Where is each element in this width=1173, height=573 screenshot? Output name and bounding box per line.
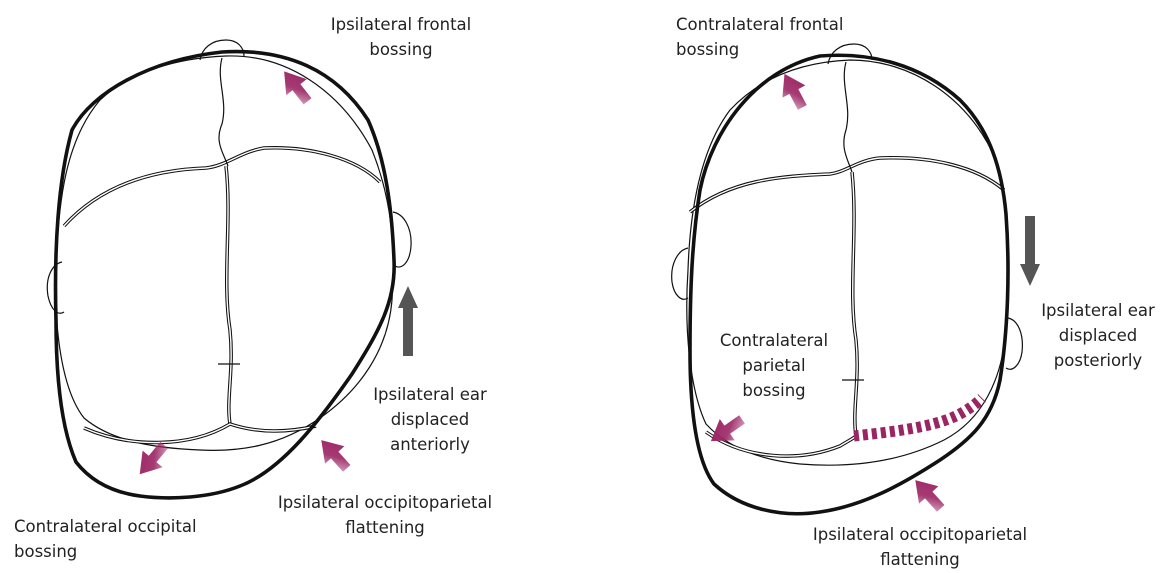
left-coronal-suture [64,148,380,226]
label-ipsilateral-occipitoparietal-flattening-left: Ipsilateral occipitoparietal flattening [258,490,512,540]
right-ear-right [1006,318,1022,369]
left-frontal-bossing-arrow [274,63,318,109]
right-ear-posterior-arrow [1020,216,1040,286]
left-metopic-suture [219,58,228,166]
right-coronal-suture-inner [690,158,1004,212]
label-contralateral-frontal-bossing: Contralateral frontal bossing [666,12,888,62]
label-contralateral-occipital-bossing: Contralateral occipital bossing [0,514,246,564]
right-ear-left [672,248,688,299]
label-ipsilateral-ear-displaced-anteriorly: Ipsilateral ear displaced anteriorly [352,382,508,457]
right-metopic-suture [844,62,852,172]
label-contralateral-parietal-bossing: Contralateral parietal bossing [706,328,842,403]
left-coronal-suture-inner [64,148,380,226]
label-ipsilateral-occipitoparietal-flattening-right: Ipsilateral occipitoparietal flattening [792,522,1048,572]
left-lambdoid-suture [84,424,316,443]
right-bold-outline [690,55,1008,513]
left-thin-outline [56,56,394,450]
left-occipitoparietal-flattening-arrow [312,431,357,477]
left-ear-anterior-arrow [398,286,418,356]
label-ipsilateral-ear-displaced-posteriorly: Ipsilateral ear displaced posteriorly [1030,298,1166,373]
left-bold-outline [56,52,395,498]
right-skull [672,44,1040,517]
label-ipsilateral-frontal-bossing: Ipsilateral frontal bossing [306,12,496,62]
right-flattening-dash [854,398,982,436]
